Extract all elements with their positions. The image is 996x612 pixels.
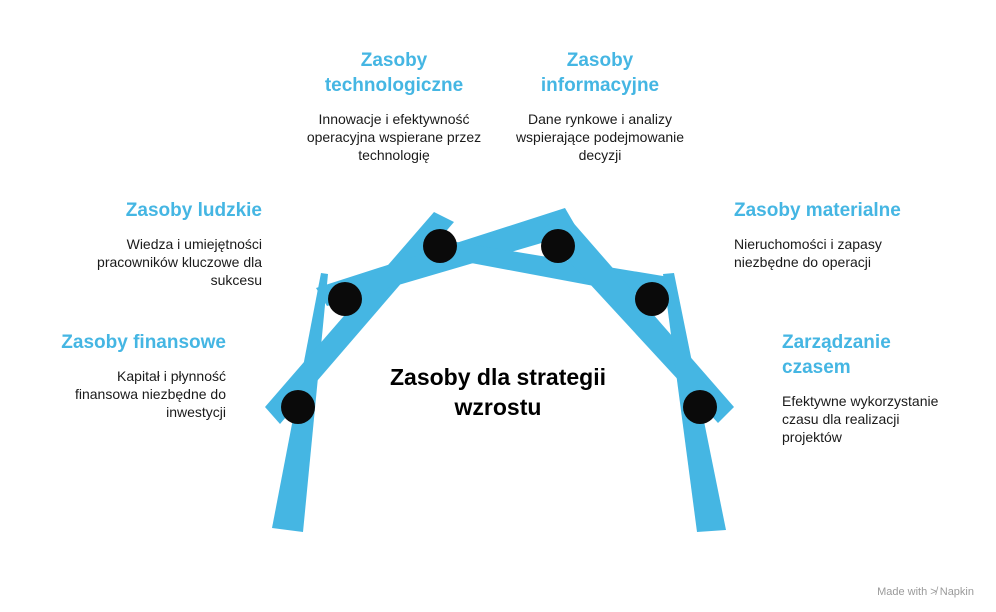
joint-2 [328, 282, 362, 316]
item-zarzadzanie-czasem: Zarządzanie czasem Efektywne wykorzystan… [782, 330, 958, 446]
item-zasoby-finansowe: Zasoby finansowe Kapitał i płynność fina… [60, 330, 226, 421]
napkin-watermark: Made with ≯ Napkin [877, 586, 974, 598]
item-title: Zarządzanie czasem [782, 332, 891, 378]
joint-4 [541, 229, 575, 263]
item-zasoby-technologiczne: Zasoby technologiczne Innowacje i efekty… [304, 48, 484, 164]
item-title: Zasoby informacyjne [540, 50, 660, 96]
item-title: Zasoby technologiczne [324, 50, 464, 96]
item-description: Wiedza i umiejętności pracowników kluczo… [97, 236, 262, 288]
item-description: Innowacje i efektywność operacyjna wspie… [306, 111, 482, 163]
item-description: Dane rynkowe i analizy wspierające podej… [515, 111, 685, 163]
joint-3 [423, 229, 457, 263]
item-zasoby-ludzkie: Zasoby ludzkie Wiedza i umiejętności pra… [80, 198, 262, 289]
item-description: Efektywne wykorzystanie czasu dla realiz… [782, 393, 939, 445]
item-description: Nieruchomości i zapasy niezbędne do oper… [734, 236, 882, 270]
item-title: Zasoby materialne [734, 200, 901, 221]
item-title: Zasoby finansowe [61, 332, 226, 353]
item-description: Kapitał i płynność finansowa niezbędne d… [74, 368, 226, 420]
center-title: Zasoby dla strategii wzrostu [389, 364, 606, 420]
item-title: Zasoby ludzkie [125, 200, 262, 221]
joint-6 [683, 390, 717, 424]
joint-5 [635, 282, 669, 316]
joint-1 [281, 390, 315, 424]
item-zasoby-informacyjne: Zasoby informacyjne Dane rynkowe i anali… [510, 48, 690, 164]
item-zasoby-materialne: Zasoby materialne Nieruchomości i zapasy… [734, 198, 914, 271]
